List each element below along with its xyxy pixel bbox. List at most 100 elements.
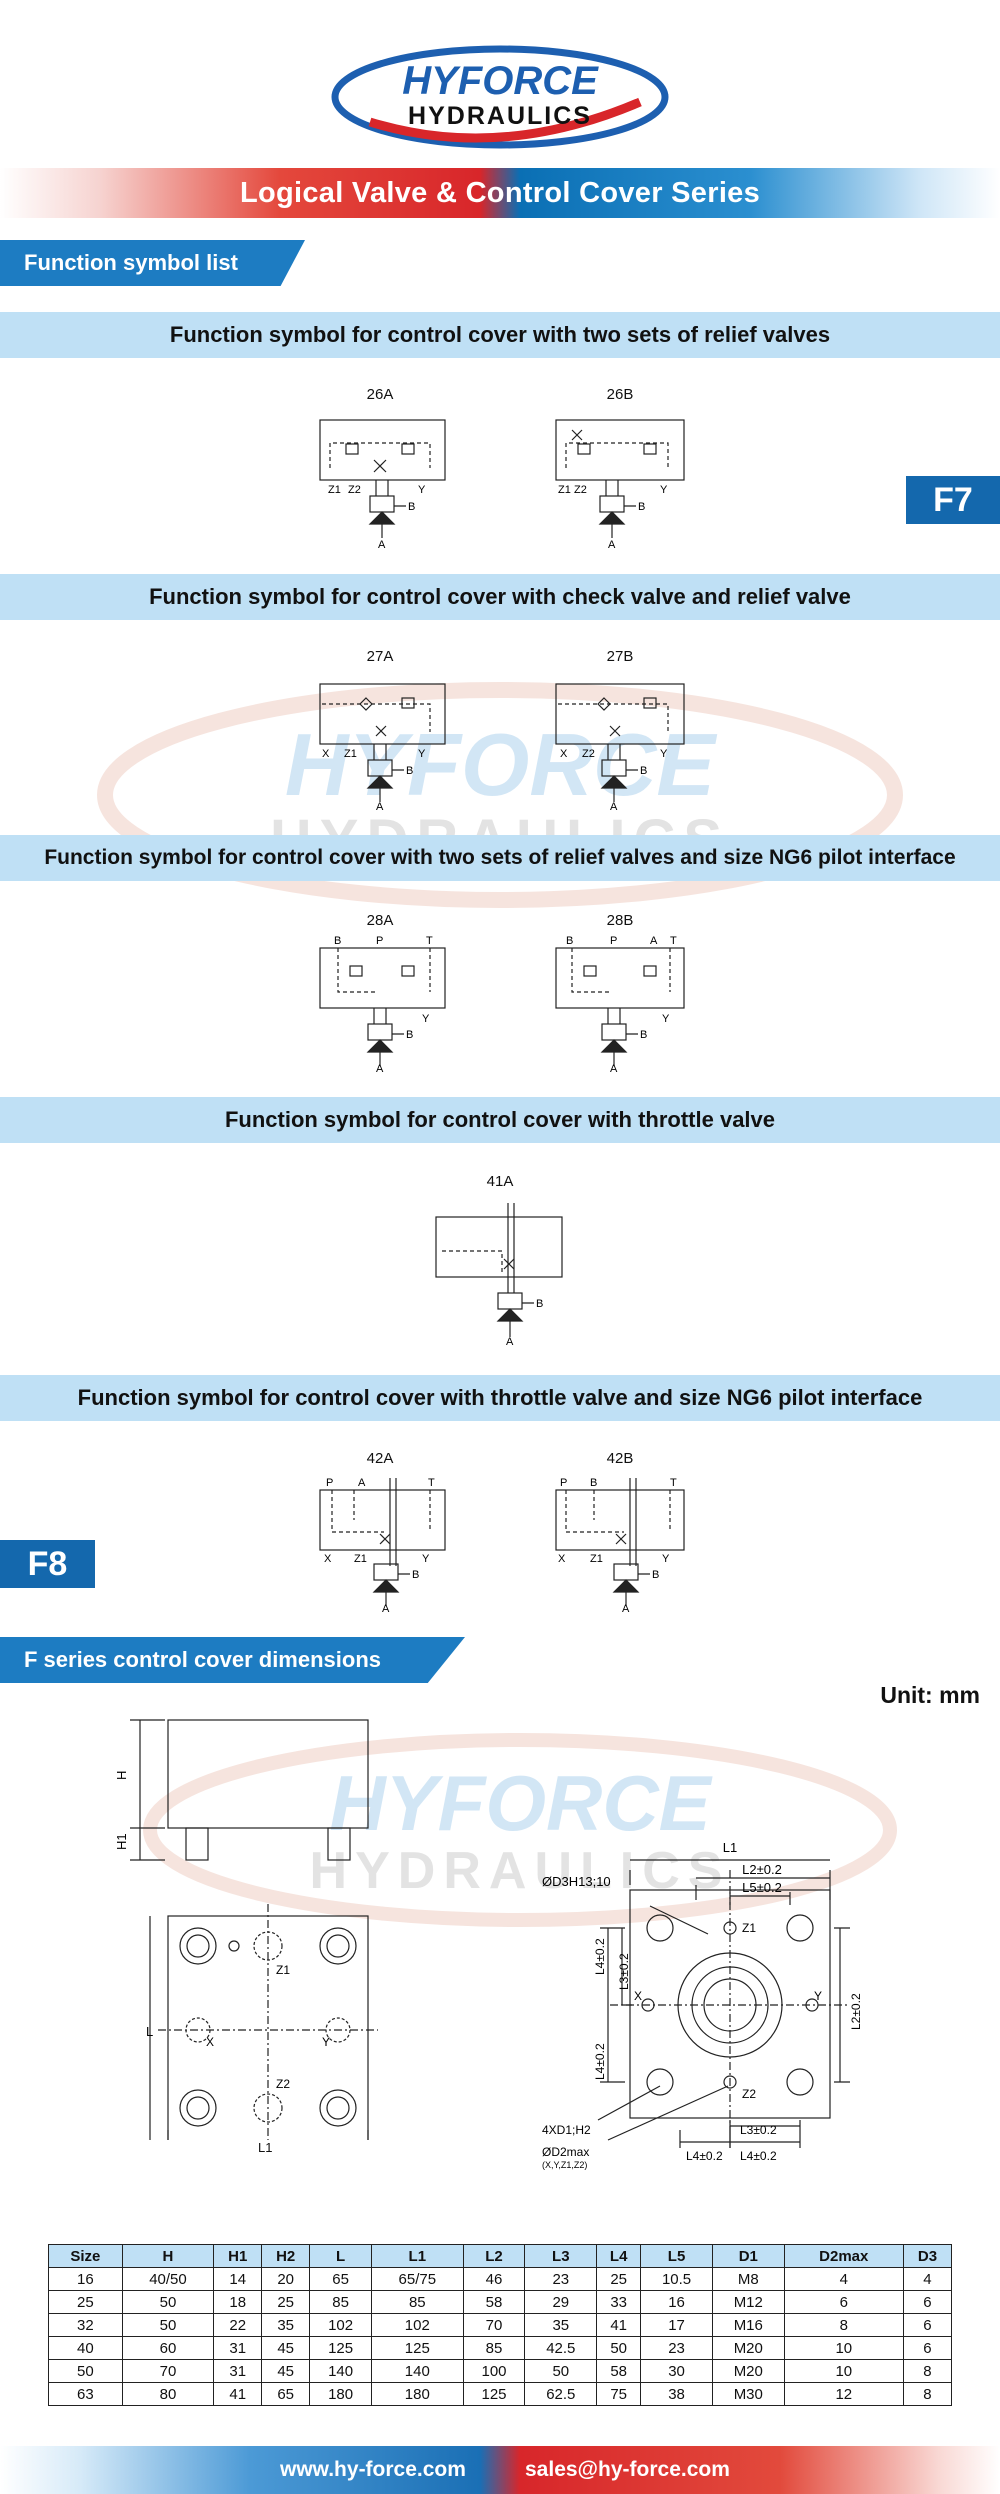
table-cell: 180 — [371, 2382, 464, 2406]
table-cell: 8 — [902, 2359, 953, 2383]
table-cell: 40/50 — [121, 2267, 215, 2291]
port-t: T — [426, 935, 433, 947]
port-b: B — [406, 765, 413, 777]
table-cell: M30 — [711, 2382, 785, 2406]
table-cell: 8 — [783, 2313, 904, 2337]
table-cell: 58 — [596, 2359, 642, 2383]
table-cell: 23 — [640, 2336, 713, 2360]
series-banner — [0, 168, 1000, 218]
port-x: X — [558, 1553, 566, 1565]
table-cell: 42.5 — [524, 2336, 598, 2360]
symbol-diagram-27a: X Z1 Y B A — [319, 683, 446, 810]
brand-logo: HYFORCE HYDRAULICS — [330, 42, 670, 152]
footer-bar — [0, 2446, 1000, 2494]
dimension-drawing-side-top: H H1 L Z1 Z2 X Y — [114, 1719, 378, 2140]
left-x: X — [206, 2035, 214, 2049]
right-z1: Z1 — [742, 1921, 756, 1935]
col-header: L4 — [596, 2244, 642, 2268]
unit-label: Unit: mm — [880, 1682, 980, 1708]
port-b: B — [652, 1569, 659, 1581]
badge-f8: F8 — [0, 1540, 95, 1588]
table-cell: 140 — [371, 2359, 464, 2383]
table-cell: 32 — [48, 2313, 123, 2337]
table-cell: 30 — [640, 2359, 713, 2383]
port-z1: Z1 — [558, 484, 571, 496]
dim-d3: ØD3H13;10 — [542, 1874, 611, 1889]
port-b: B — [590, 1477, 597, 1489]
port-z1: Z1 — [354, 1553, 367, 1565]
port-y: Y — [422, 1013, 430, 1025]
port-y: Y — [422, 1553, 430, 1565]
col-header: Size — [48, 2244, 123, 2268]
footer-website-link[interactable]: www.hy-force.com — [280, 2458, 466, 2481]
port-a: A — [378, 539, 386, 548]
port-z1: Z1 — [590, 1553, 603, 1565]
port-a: A — [382, 1603, 390, 1612]
table-cell: 31 — [213, 2336, 263, 2360]
symbol-diagram-28b: B P A T Y B A — [555, 935, 685, 1072]
table-cell: 18 — [213, 2290, 263, 2314]
symbol-label-28b: 28B — [606, 912, 634, 929]
port-x: X — [322, 748, 330, 760]
group-title-throttle-ng6: Function symbol for control cover with t… — [0, 1375, 1000, 1421]
table-cell: 20 — [261, 2267, 311, 2291]
dim-l2-v: L2±0.2 — [849, 1993, 863, 2030]
table-cell: 102 — [371, 2313, 464, 2337]
table-cell: 16 — [48, 2267, 123, 2291]
col-header: H2 — [261, 2244, 311, 2268]
table-cell: 6 — [902, 2336, 953, 2360]
col-header: D3 — [902, 2244, 953, 2268]
port-a: A — [650, 935, 658, 947]
port-y: Y — [662, 1013, 670, 1025]
dim-h1: H1 — [114, 1833, 129, 1850]
port-t: T — [428, 1477, 435, 1489]
table-cell: 6 — [783, 2290, 904, 2314]
group-title-relief-valves: Function symbol for control cover with t… — [0, 312, 1000, 358]
table-cell: 85 — [371, 2290, 464, 2314]
port-y: Y — [660, 748, 668, 760]
table-cell: 10 — [783, 2359, 904, 2383]
col-header: L2 — [462, 2244, 526, 2268]
port-b: B — [412, 1569, 419, 1581]
port-a: A — [376, 1063, 384, 1072]
table-cell: 58 — [462, 2290, 526, 2314]
table-cell: 50 — [596, 2336, 642, 2360]
port-z2: Z2 — [574, 484, 587, 496]
symbol-label-26b: 26B — [606, 386, 634, 403]
brand-line1: HYFORCE — [402, 59, 599, 103]
badge-f7: F7 — [906, 476, 1000, 524]
table-cell: 63 — [48, 2382, 123, 2406]
port-a: A — [506, 1336, 514, 1345]
table-cell: 50 — [524, 2359, 598, 2383]
table-cell: 45 — [261, 2359, 311, 2383]
col-header: D1 — [711, 2244, 785, 2268]
symbol-label-42b: 42B — [606, 1450, 634, 1467]
dim-l2: L2±0.2 — [742, 1862, 782, 1877]
port-z2: Z2 — [348, 484, 361, 496]
port-z1: Z1 — [328, 484, 341, 496]
dim-l: L — [146, 2024, 153, 2039]
symbol-diagram-26a: Z1 Z2 Y B A — [319, 419, 446, 548]
footer-email-link[interactable]: sales@hy-force.com — [525, 2458, 730, 2481]
table-cell: 46 — [462, 2267, 526, 2291]
table-cell: 25 — [596, 2267, 642, 2291]
symbol-label-27b: 27B — [606, 648, 634, 665]
table-cell: 102 — [309, 2313, 373, 2337]
table-cell: 70 — [462, 2313, 526, 2337]
port-a: A — [622, 1603, 630, 1612]
port-b: B — [566, 935, 573, 947]
table-cell: 14 — [213, 2267, 263, 2291]
port-b: B — [536, 1298, 543, 1310]
table-cell: M12 — [711, 2290, 785, 2314]
table-cell: 10.5 — [640, 2267, 713, 2291]
dim-d2-sub: (X,Y,Z1,Z2) — [542, 2160, 587, 2170]
port-p: P — [376, 935, 383, 947]
table-cell: 33 — [596, 2290, 642, 2314]
table-cell: 17 — [640, 2313, 713, 2337]
table-cell: 40 — [48, 2336, 123, 2360]
port-b: B — [640, 1029, 647, 1041]
col-header: L5 — [640, 2244, 713, 2268]
